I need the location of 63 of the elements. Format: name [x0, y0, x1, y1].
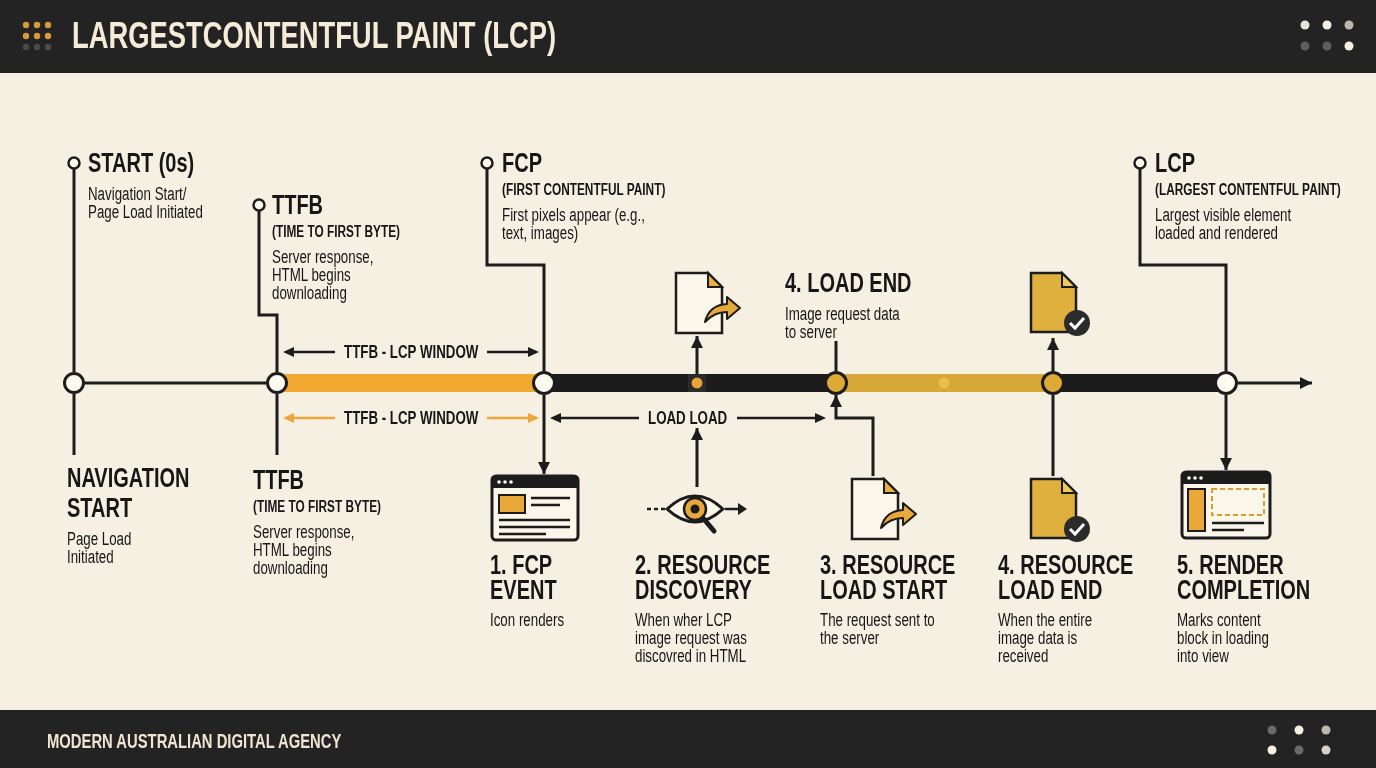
leader-line	[1133, 156, 1228, 371]
leader-line	[67, 156, 81, 372]
timeline-bar	[706, 374, 828, 392]
milestone-subtitle: (TIME TO FIRST BYTE)	[253, 497, 382, 516]
step-description: The request sent to the server	[820, 611, 936, 647]
leader-line	[480, 156, 546, 371]
milestone-subtitle: (LARGEST CONTENTFUL PAINT)	[1155, 180, 1341, 199]
document-check-icon	[1028, 270, 1092, 338]
arrow	[830, 395, 875, 476]
milestone-title: LCP	[1155, 148, 1195, 178]
arrow	[691, 336, 703, 374]
footer-text: MODERN AUSTRALIAN DIGITAL AGENCY	[47, 730, 342, 752]
document-arrow-icon	[672, 270, 742, 336]
timeline-bar	[844, 374, 935, 392]
arrow	[1047, 338, 1059, 371]
dimension-label: TTFB - LCP WINDOW	[344, 342, 479, 362]
page-title: LARGESTCONTENTFUL PAINT (LCP)	[72, 14, 557, 58]
connector-line	[85, 381, 266, 385]
step-title: 2. RESOURCE DISCOVERY	[635, 553, 772, 603]
milestone-marker	[532, 371, 556, 395]
connector-line	[1051, 395, 1055, 476]
step-title: 5. RENDER COMPLETION	[1177, 553, 1312, 603]
milestone-description: Server response, HTML begins downloading	[272, 248, 375, 302]
timeline-bar	[552, 374, 688, 392]
milestone-marker	[63, 372, 85, 394]
milestone-description: Page Load Initiated	[67, 530, 133, 566]
connector-line	[72, 394, 76, 455]
milestone-marker	[824, 371, 848, 395]
milestone-subtitle: (TIME TO FIRST BYTE)	[272, 222, 401, 241]
milestone-title: TTFB	[272, 190, 324, 220]
milestone-description: Navigation Start/ Page Load Initiated	[88, 185, 204, 221]
arrow	[1220, 395, 1232, 470]
timeline-bar	[284, 374, 536, 392]
milestone-marker	[1214, 371, 1238, 395]
arrow	[1238, 377, 1312, 389]
milestone-description: First pixels appear (e.g., text, images)	[502, 206, 646, 242]
step-title: 3. RESOURCE LOAD START	[820, 553, 957, 603]
milestone-title: START (0s)	[88, 148, 195, 178]
step-description: When the entire image data is received	[998, 611, 1094, 665]
arrow	[538, 395, 550, 474]
milestone-description: Largest visible element loaded and rendered	[1155, 206, 1293, 242]
step-title: 4. RESOURCE LOAD END	[998, 553, 1135, 603]
arrow	[691, 428, 703, 487]
milestone-description: Image request data to server	[785, 305, 901, 341]
milestone-marker	[266, 372, 288, 394]
milestone-description: Server response, HTML begins downloading	[253, 523, 356, 577]
connector-line	[834, 341, 838, 371]
milestone-subtitle: (FIRST CONTENTFUL PAINT)	[502, 180, 666, 199]
milestone-title: 4. LOAD END	[785, 268, 912, 298]
milestone-title: TTFB	[253, 465, 305, 495]
milestone-title: FCP	[502, 148, 542, 178]
timeline-bar	[953, 374, 1045, 392]
connector-line	[275, 394, 279, 455]
dimension-label: TTFB - LCP WINDOW	[344, 408, 479, 428]
timeline-bar	[1061, 374, 1218, 392]
milestone-marker	[1041, 371, 1065, 395]
step-title: 1. FCP EVENT	[490, 553, 558, 603]
step-description: When wher LCP image request was discovred in HTML	[635, 611, 748, 665]
step-description: Icon renders	[490, 611, 565, 629]
leader-line	[252, 198, 279, 372]
dimension-label: LOAD LOAD	[648, 408, 728, 428]
step-description: Marks content block in loading into view	[1177, 611, 1270, 665]
milestone-title: NAVIGATION START	[67, 463, 191, 523]
